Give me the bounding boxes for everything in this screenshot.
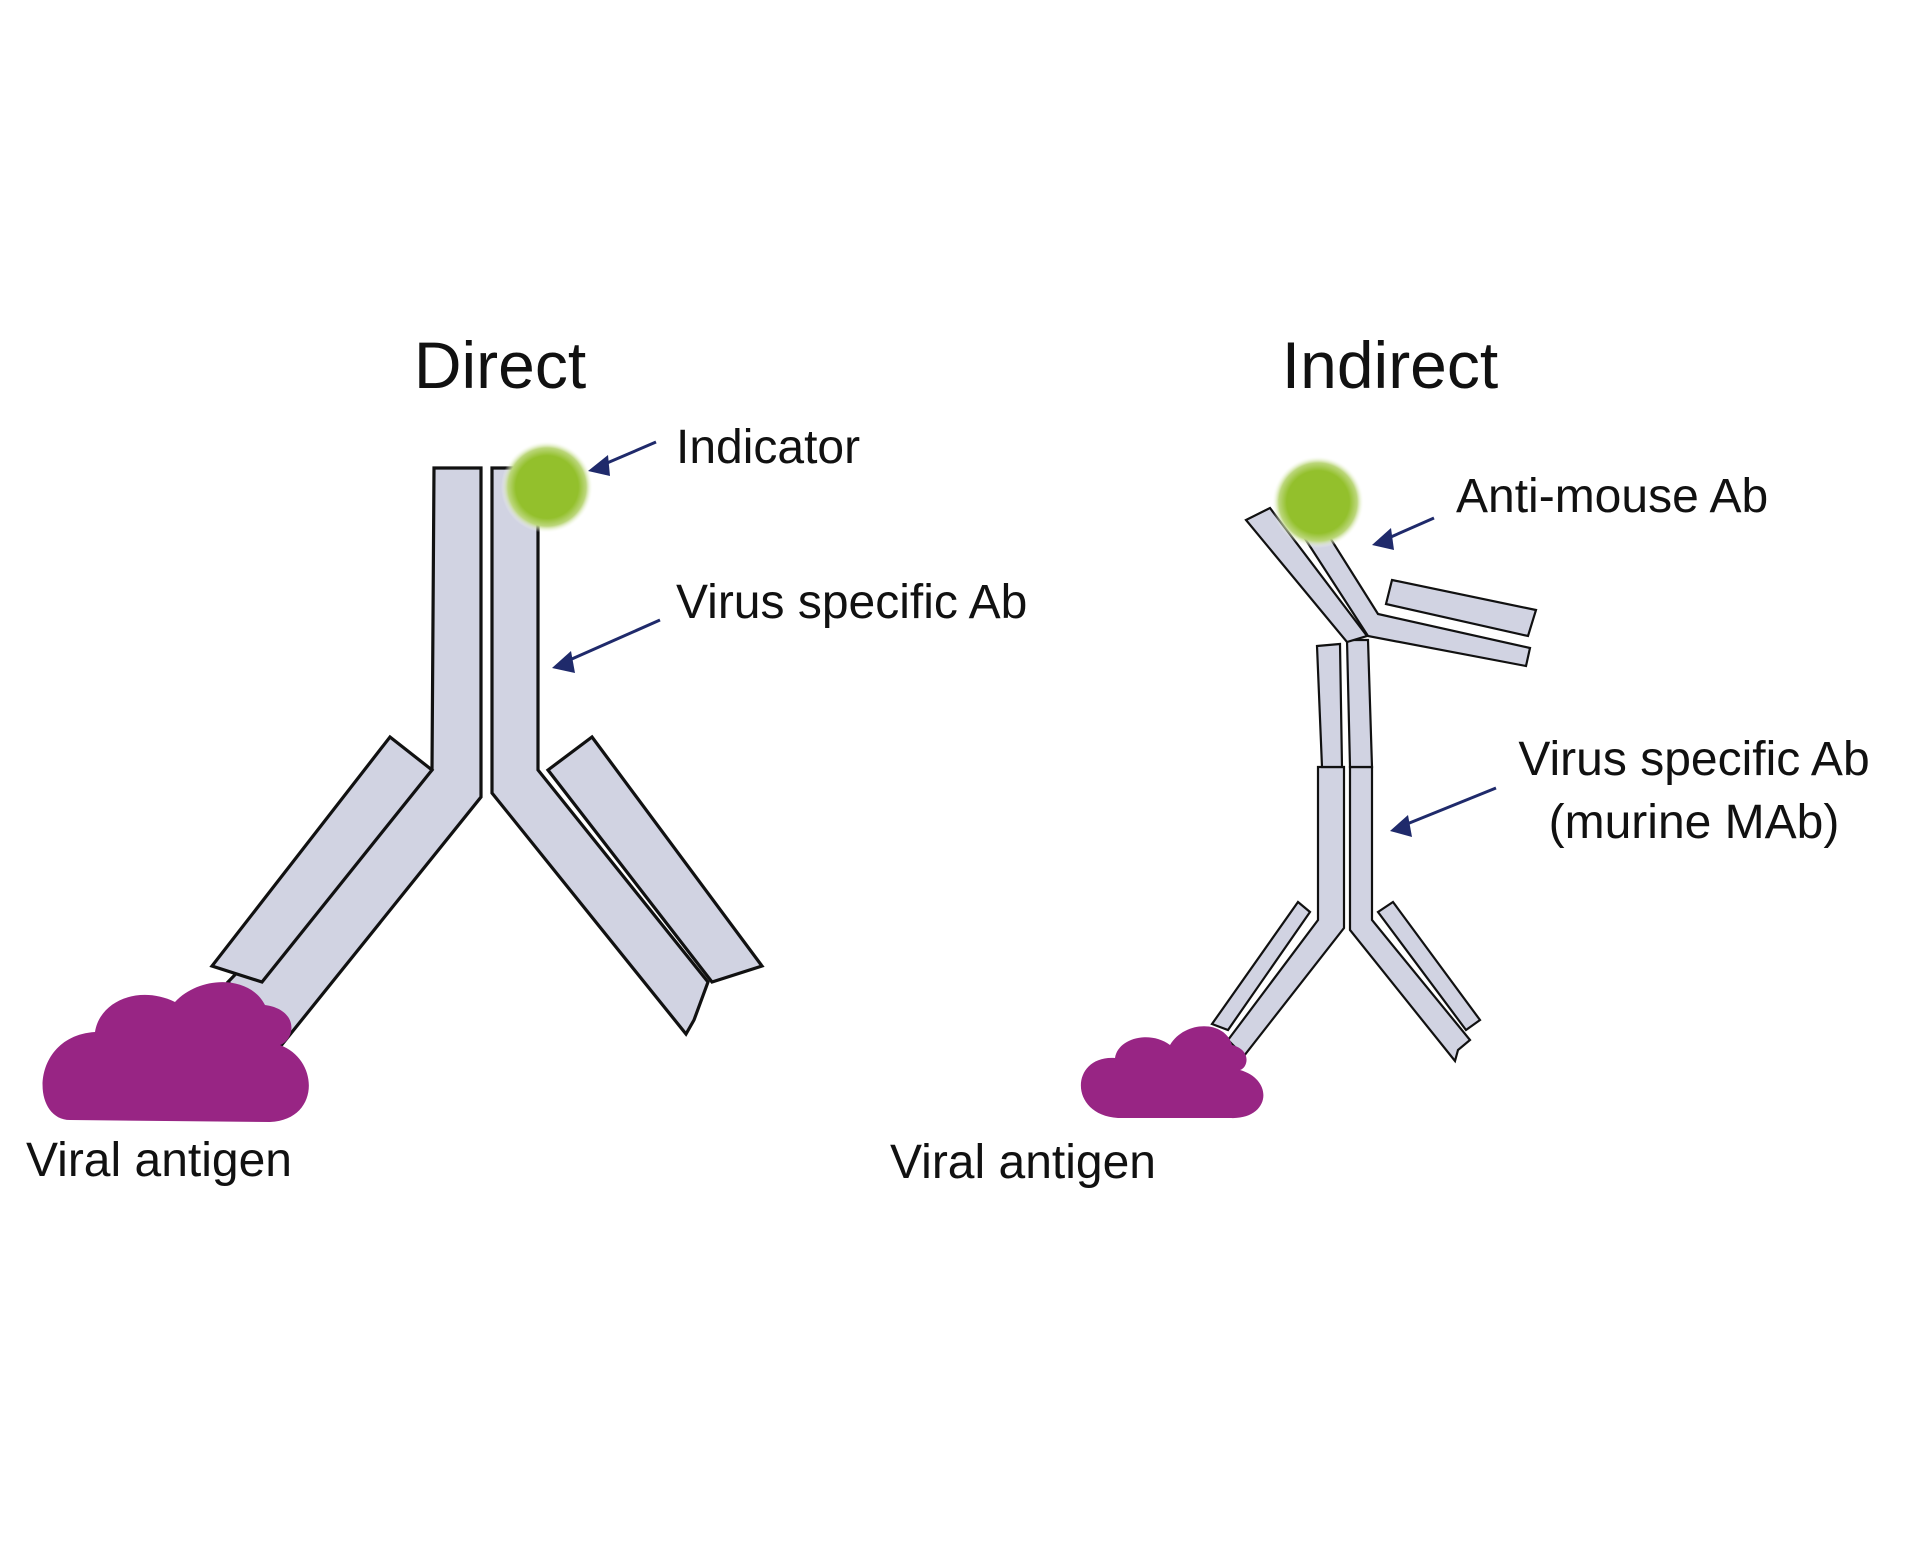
direct-antibody-icon xyxy=(209,466,765,1051)
direct-indicator-arrow xyxy=(588,440,657,476)
direct-light-chain-right xyxy=(545,734,765,984)
indirect-antigen-icon xyxy=(1080,1026,1264,1119)
indirect-panel: Indirect Anti-mouse Ab xyxy=(890,328,1870,1189)
indirect-primary-label-line2: (murine MAb) xyxy=(1549,796,1840,849)
indirect-secondary-light-right xyxy=(1384,578,1538,638)
direct-antigen-label: Viral antigen xyxy=(26,1134,292,1187)
direct-panel: Direct Indicator Virus specific Ab Viral… xyxy=(26,328,1027,1187)
direct-title: Direct xyxy=(414,328,586,402)
direct-antibody-label: Virus specific Ab xyxy=(676,576,1027,629)
indirect-indicator-icon xyxy=(1272,456,1364,548)
indirect-primary-arrow xyxy=(1390,786,1497,837)
indirect-secondary-label: Anti-mouse Ab xyxy=(1456,470,1768,523)
direct-indicator-label: Indicator xyxy=(676,421,860,474)
indirect-secondary-arrow xyxy=(1372,516,1435,550)
indirect-title: Indirect xyxy=(1282,328,1498,402)
indirect-primary-light-left xyxy=(1210,900,1312,1032)
indirect-primary-label-line1: Virus specific Ab xyxy=(1518,733,1869,786)
indirect-primary-heavy-left xyxy=(1226,765,1346,1064)
direct-antigen-icon xyxy=(42,982,309,1122)
direct-light-chain-left xyxy=(209,734,435,984)
indirect-secondary-heavy-right xyxy=(1345,638,1374,769)
direct-indicator-icon xyxy=(501,441,593,533)
indirect-primary-heavy-right xyxy=(1348,765,1472,1064)
indirect-antigen-label: Viral antigen xyxy=(890,1136,1156,1189)
indirect-secondary-heavy-left xyxy=(1315,642,1344,769)
indirect-primary-light-right xyxy=(1376,900,1482,1032)
direct-antibody-arrow xyxy=(552,618,661,673)
